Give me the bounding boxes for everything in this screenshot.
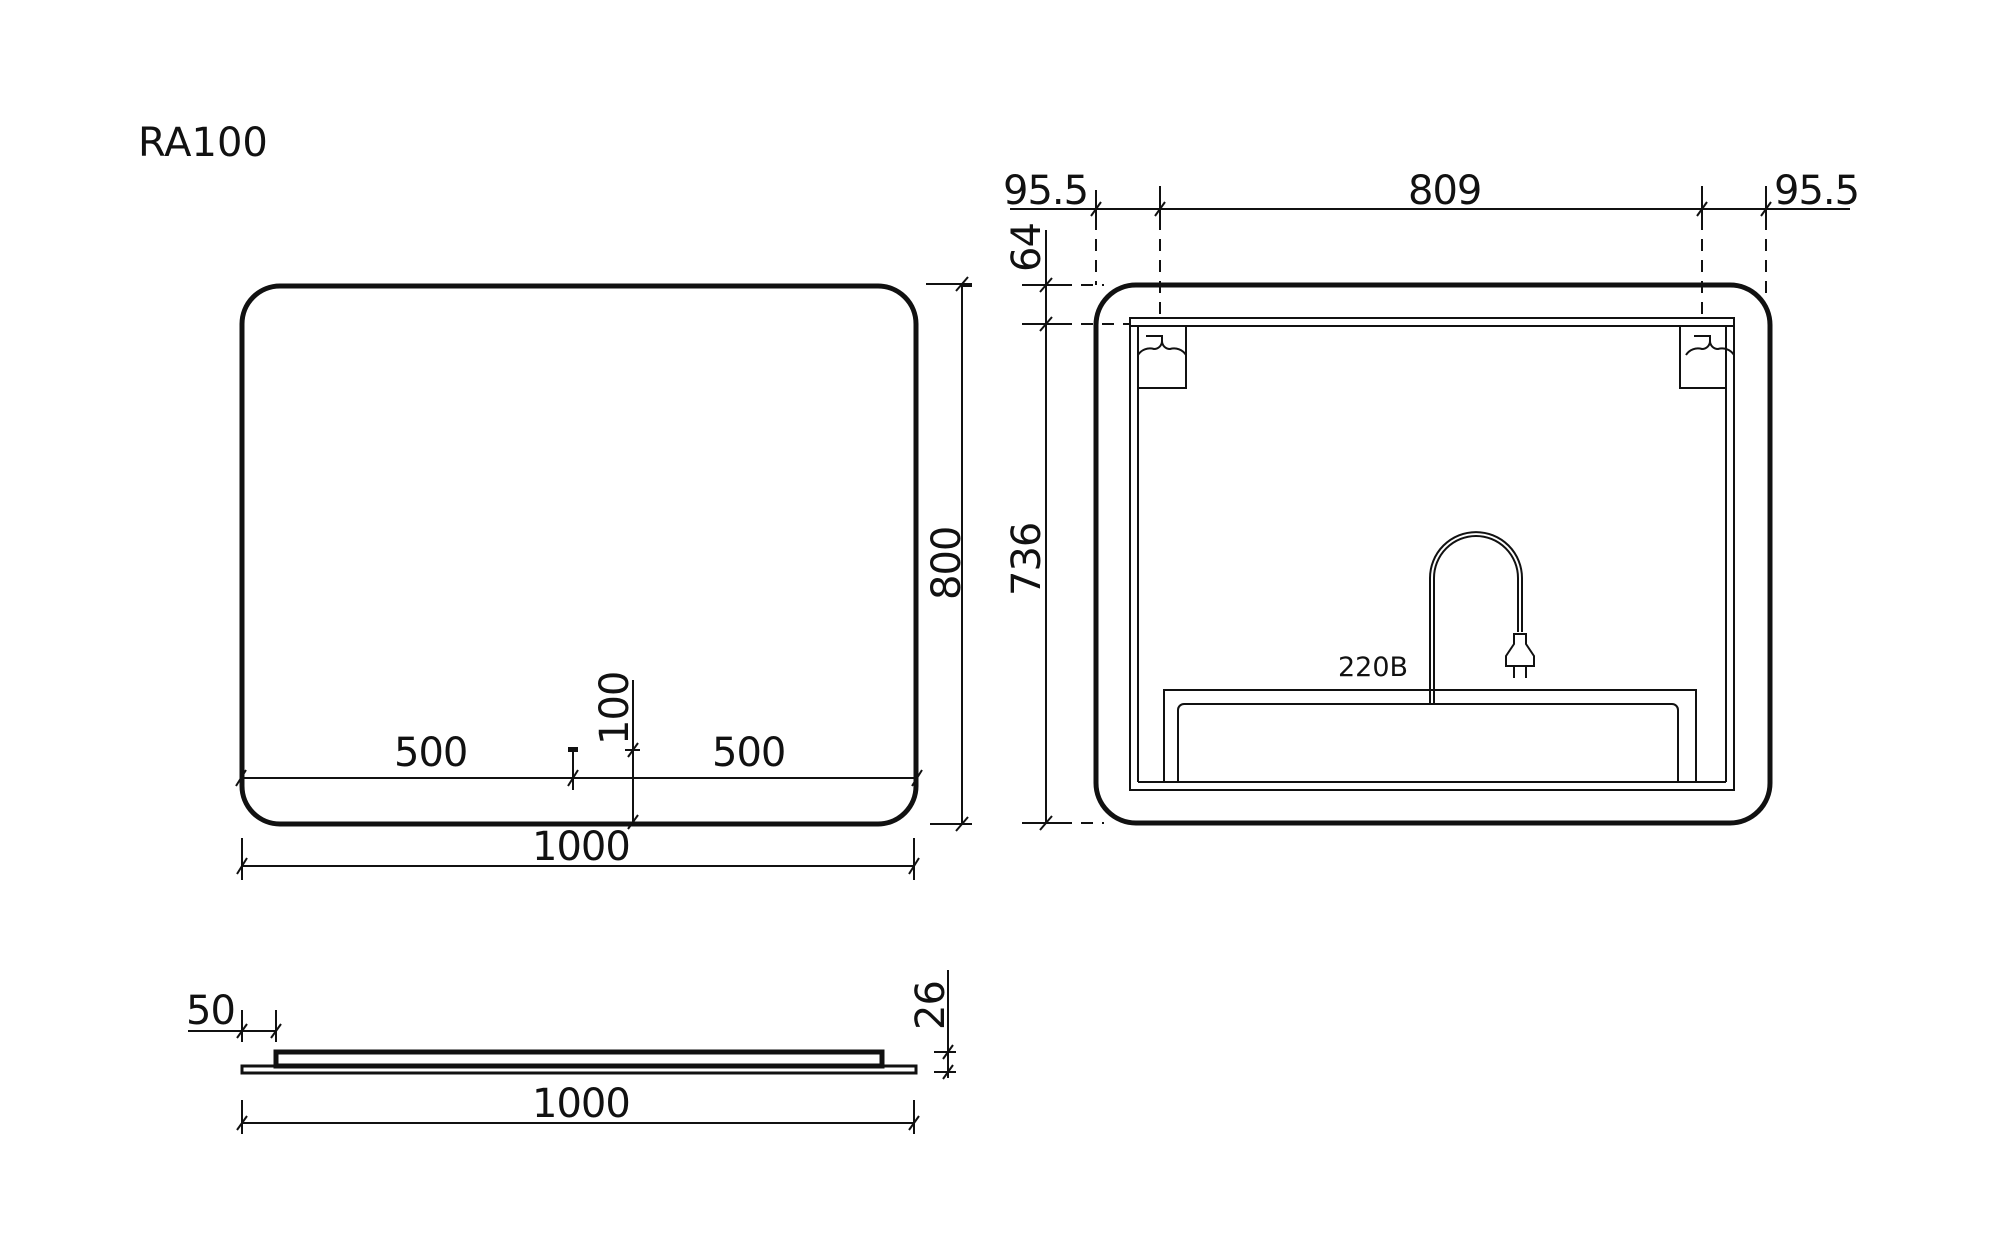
dim-height-800: 800 bbox=[924, 527, 970, 600]
dim-left-500: 500 bbox=[394, 730, 467, 776]
dim-depth-26: 26 bbox=[908, 981, 954, 1030]
dim-mount-height: 736 bbox=[1004, 523, 1050, 596]
dim-right-500: 500 bbox=[712, 730, 785, 776]
dim-mount-spacing: 809 bbox=[1408, 168, 1481, 214]
side-view: 50 26 1000 bbox=[186, 970, 956, 1134]
mirror-outline-front bbox=[239, 283, 919, 827]
dim-inset-50: 50 bbox=[186, 988, 235, 1034]
dim-left-margin: 95.5 bbox=[1003, 168, 1088, 214]
dim-width-1000: 1000 bbox=[532, 824, 630, 870]
back-view: 220B 95.5 809 95.5 64 736 bbox=[1003, 168, 1860, 831]
model-title: RA100 bbox=[138, 120, 268, 166]
sensor-icon bbox=[568, 747, 578, 752]
mount-bracket-right bbox=[1679, 325, 1735, 389]
power-label: 220B bbox=[1338, 652, 1408, 683]
front-view: 500 500 100 1000 800 bbox=[235, 276, 972, 880]
back-frame bbox=[1129, 317, 1735, 791]
dim-side-width-1000: 1000 bbox=[532, 1081, 630, 1127]
dim-right-margin: 95.5 bbox=[1774, 168, 1859, 214]
dim-top-offset: 64 bbox=[1004, 223, 1050, 272]
dim-sensor-100: 100 bbox=[592, 672, 638, 745]
mount-bracket-left bbox=[1137, 325, 1187, 389]
plug-icon bbox=[1505, 633, 1535, 667]
frame-side bbox=[273, 1049, 885, 1069]
mirror-outline-back bbox=[1093, 282, 1773, 826]
power-cable bbox=[1429, 531, 1523, 704]
